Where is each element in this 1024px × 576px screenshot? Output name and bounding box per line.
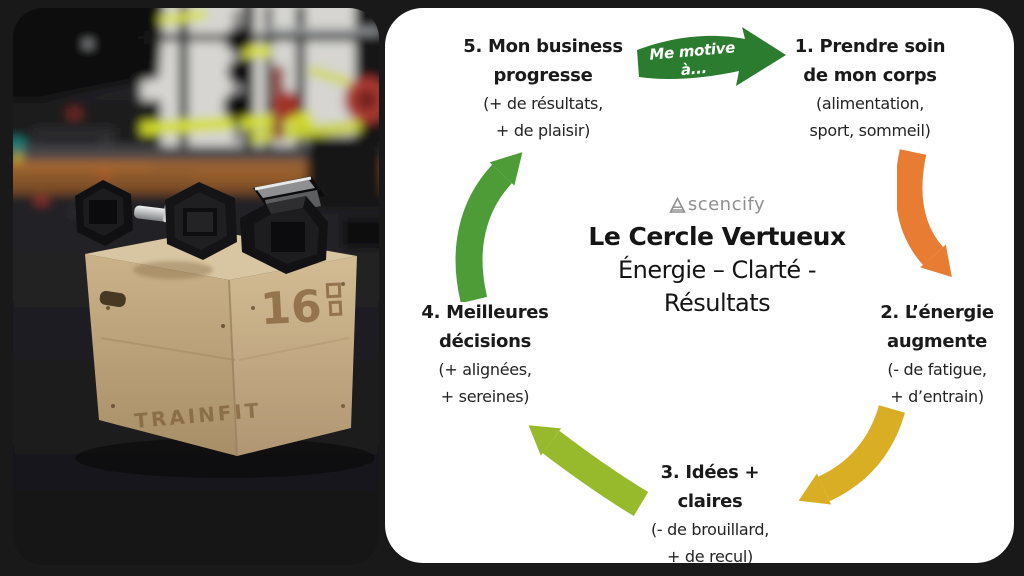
node-line: (+ de résultats, [483, 94, 603, 113]
node-line: claires [677, 491, 743, 512]
logo-triangle-icon [669, 196, 686, 213]
diagram-panel: 5. Mon business progresse (+ de résultat… [385, 8, 1014, 563]
arrow-3-to-4 [528, 425, 648, 517]
rack-post [296, 8, 305, 170]
gym-background [13, 8, 379, 565]
node-line: + sereines) [440, 387, 530, 406]
node-line: augmente [886, 331, 988, 352]
node-line: sport, sommeil) [809, 121, 931, 140]
ascencify-logo: scencify [557, 194, 877, 216]
plyo-box-right-face [229, 256, 357, 456]
diagram-title: Le Cercle Vertueux [588, 222, 846, 251]
cycle-node-4-decisions: 4. Meilleures décisions (+ alignées, + s… [385, 298, 590, 410]
rack-post [243, 8, 254, 182]
arrow-1-to-2 [897, 149, 952, 277]
cycle-node-1-corps: 1. Prendre soin de mon corps (alimentati… [765, 32, 975, 144]
arrow-5-to-1-ribbon: Me motive à... [632, 26, 792, 90]
node-line: (- de fatigue, [887, 360, 987, 379]
node-line: décisions [438, 331, 531, 352]
plyo-box: 16 TRAINFIT [75, 230, 375, 478]
box-size-label: 16 [259, 281, 323, 335]
node-line: 3. Idées + [660, 462, 760, 483]
node-line: + de plaisir) [495, 121, 591, 140]
gym-photo: 16 TRAINFIT [13, 8, 379, 565]
arrow-2-to-3 [798, 404, 905, 505]
logo-text: scencify [687, 194, 766, 215]
node-line: de mon corps [803, 65, 937, 86]
node-line: + de recul) [667, 547, 753, 563]
cycle-node-3-idees: 3. Idées + claires (- de brouillard, + d… [605, 458, 815, 563]
weight-plate [225, 27, 251, 53]
diagram-center: scencify Le Cercle Vertueux Énergie – Cl… [557, 194, 877, 320]
node-line: progresse [493, 65, 593, 86]
node-line: (- de brouillard, [650, 520, 770, 539]
node-line: 1. Prendre soin [794, 36, 946, 57]
yellow-jcup [241, 46, 271, 57]
yellow-bracket [159, 9, 208, 25]
node-line: + d’entrain) [890, 387, 984, 406]
diagram-subtitle-line2: Résultats [663, 289, 771, 317]
mirror-screen [13, 8, 165, 106]
node-line: 5. Mon business [463, 36, 623, 57]
node-line: (alimentation, [815, 94, 925, 113]
yellow-crossbar [141, 112, 313, 135]
arrow-4-to-5 [455, 152, 523, 302]
barbell [268, 28, 379, 34]
rack-post [179, 8, 188, 174]
ribbon-arrow-shape [637, 27, 786, 86]
diagram-subtitle-line1: Énergie – Clarté - [618, 256, 816, 284]
cycle-node-2-energie: 2. L’énergie augmente (- de fatigue, + d… [832, 298, 1014, 410]
dumbbell-upright [240, 176, 328, 274]
gym-photo-illustration: 16 TRAINFIT [13, 8, 379, 565]
node-line: 4. Meilleures [421, 302, 549, 323]
node-line: 2. L’énergie [880, 302, 994, 323]
red-plate [272, 91, 300, 119]
box-handle-hole [99, 290, 126, 308]
cycle-node-5-business: 5. Mon business progresse (+ de résultat… [438, 32, 648, 144]
dumbbell-lying [75, 180, 237, 260]
node-line: (+ alignées, [438, 360, 532, 379]
